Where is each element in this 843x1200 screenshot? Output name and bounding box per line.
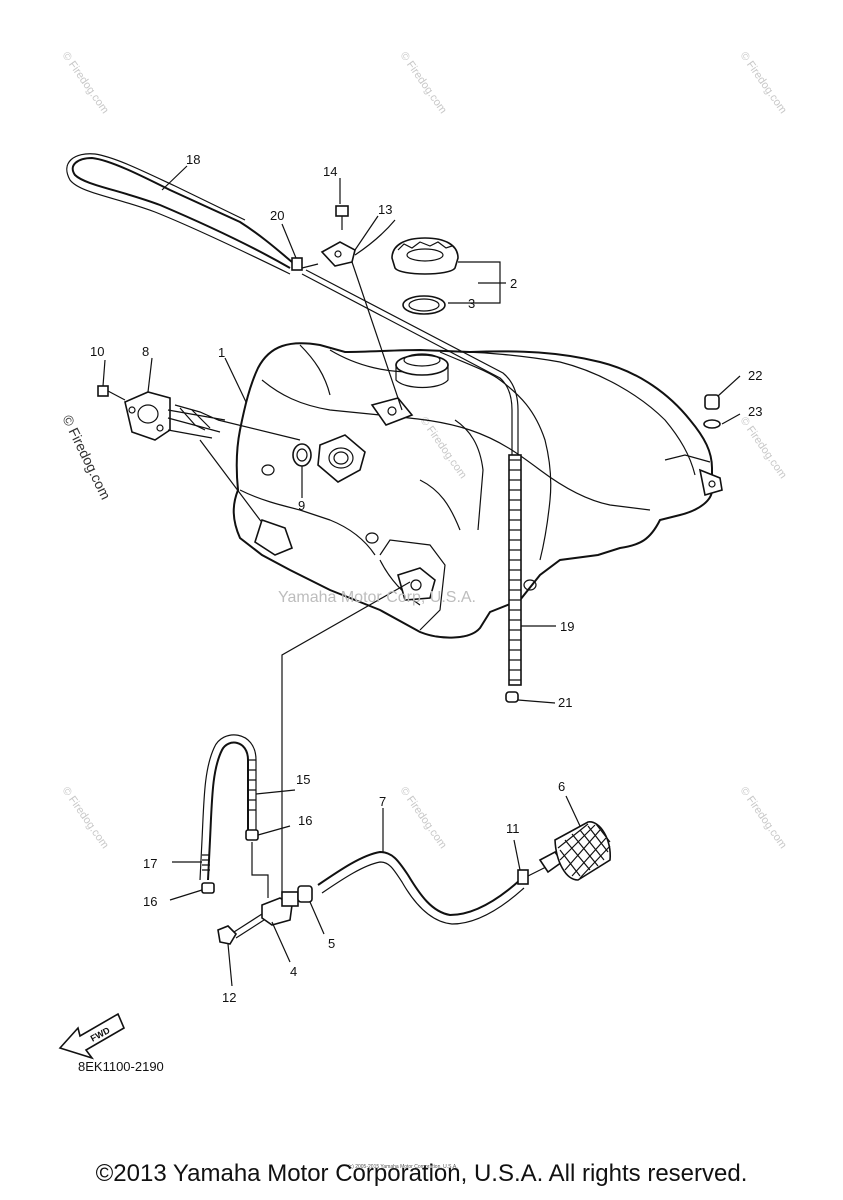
callout-2: 2 [510,276,517,291]
copyright-notice: ©2013 Yamaha Motor Corporation, U.S.A. A… [95,1160,748,1187]
cap-gasket [402,295,446,315]
callout-12: 12 [222,990,236,1005]
callout-1: 1 [218,345,225,360]
callout-20: 20 [270,208,284,223]
callout-14: 14 [323,164,337,179]
callout-15: 15 [296,772,310,787]
center-watermark: Yamaha Motor Corp, U.S.A. [278,589,476,606]
lower-fuel-line [199,581,611,945]
clip-16-upper [245,829,259,841]
vent-hose [301,269,522,703]
watermark-6: © Firedog.com [60,785,111,851]
callout-19: 19 [560,619,574,634]
filler-neck [395,354,449,376]
hose-end-21 [505,691,519,703]
watermark-3: © Firedog.com [738,50,789,116]
joint-5 [297,885,313,903]
fwd-arrow: FWD [58,1012,126,1060]
callout-23: 23 [748,404,762,419]
watermark-1: © Firedog.com [60,50,111,116]
watermark-2: © Firedog.com [398,50,449,116]
leader-lines [102,165,741,987]
callout-5: 5 [328,936,335,951]
callout-4: 4 [290,964,297,979]
callout-9: 9 [298,498,305,513]
fuel-cap [391,237,459,275]
callout-16-lower: 16 [143,894,157,909]
watermark-8: © Firedog.com [738,785,789,851]
fuel-tank [232,342,723,639]
grommet-9 [292,443,312,467]
watermark-grid: © Firedog.com © Firedog.com © Firedog.co… [59,50,789,851]
clip-16-lower [201,882,215,894]
callout-16-upper: 16 [298,813,312,828]
callout-22: 22 [748,368,762,383]
fuel-filter [527,821,611,881]
vent-fitting [320,219,403,411]
hose-clip-20 [291,257,303,271]
callout-11: 11 [506,821,520,836]
callout-13: 13 [378,202,392,217]
clip-11 [517,869,529,885]
watermark-7: © Firedog.com [398,785,449,851]
watermark-5: © Firedog.com [738,415,789,481]
callout-17: 17 [143,856,157,871]
callout-18: 18 [186,152,200,167]
callout-labels: 1 2 3 4 5 6 7 8 9 10 11 12 13 14 15 16 1… [90,152,762,1005]
callout-21: 21 [558,695,572,710]
small-print: (c) 2005-2015 Yamaha Motor Corporation, … [348,1164,458,1170]
bolt-14 [335,205,349,230]
callout-3: 3 [468,296,475,311]
sender-assembly [97,385,301,556]
callout-7: 7 [379,794,386,809]
watermark-vertical: © Firedog.com [59,412,114,502]
callout-10: 10 [90,344,104,359]
bolt-10 [97,385,109,397]
breather-hose [66,153,319,275]
nut-22 [704,394,720,410]
bolt-12 [217,913,265,945]
callout-8: 8 [142,344,149,359]
diagram-code: 8EK1100-2190 [78,1059,164,1074]
washer-23 [703,419,721,429]
callout-6: 6 [558,779,565,794]
